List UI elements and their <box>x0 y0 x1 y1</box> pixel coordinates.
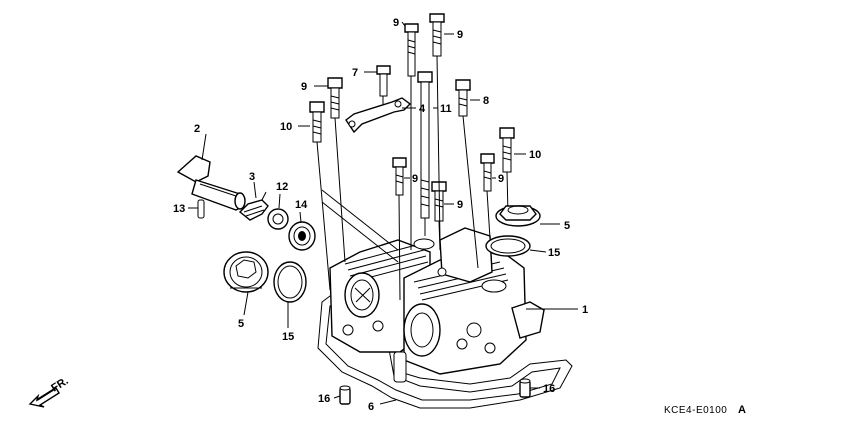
bolt-guide-lines <box>316 55 509 301</box>
callout-14: 14 <box>295 199 308 211</box>
diagram-code-suffix: A <box>738 404 746 416</box>
front-arrow-icon <box>28 387 60 408</box>
callout-2: 2 <box>194 123 200 135</box>
callout-9-d: 9 <box>412 173 418 185</box>
callout-7: 7 <box>352 67 358 79</box>
callout-9-e: 9 <box>457 199 463 211</box>
callout-3: 3 <box>249 171 255 183</box>
spindle-shaft <box>176 155 246 211</box>
callout-1: 1 <box>582 304 588 316</box>
tappet-cap-left <box>223 251 269 293</box>
o-ring-left <box>273 261 307 303</box>
o-ring-right <box>485 235 531 257</box>
callout-9-c: 9 <box>301 81 307 93</box>
oil-seal <box>288 221 316 251</box>
washer <box>267 208 289 230</box>
callout-6: 6 <box>368 401 374 413</box>
callout-10-left: 10 <box>280 121 292 133</box>
dowel-pin <box>197 199 205 219</box>
callout-9-b: 9 <box>457 29 463 41</box>
callout-8: 8 <box>483 95 489 107</box>
bolt-10-right <box>499 127 515 173</box>
bolt-9-top-right <box>429 13 445 57</box>
callout-9-a: 9 <box>393 17 399 29</box>
front-direction-indicator: FR. <box>28 375 71 408</box>
bolt-7 <box>376 65 391 97</box>
bolt-9-top-left <box>404 23 419 77</box>
right-cam-port <box>403 303 441 357</box>
collar-right <box>519 378 531 398</box>
callout-5-left: 5 <box>238 318 244 330</box>
callout-16-right: 16 <box>543 383 555 395</box>
bolt-11-long <box>417 71 433 219</box>
callout-10-right: 10 <box>529 149 541 161</box>
leader-lines <box>188 21 578 405</box>
callout-12: 12 <box>276 181 288 193</box>
collar-left <box>339 385 351 405</box>
bracket <box>345 97 412 134</box>
bolt-9-left <box>327 77 343 119</box>
callout-11: 11 <box>440 103 452 115</box>
callout-5-right: 5 <box>564 220 570 232</box>
callout-13: 13 <box>173 203 185 215</box>
callout-9-f: 9 <box>498 173 504 185</box>
diagram-code: KCE4-E0100 A <box>664 404 746 416</box>
callout-15-left: 15 <box>282 331 294 343</box>
callout-4: 4 <box>419 103 426 115</box>
diagram-code-text: KCE4-E0100 <box>664 405 727 416</box>
cylinder-head-cover <box>329 227 545 383</box>
bolt-9-center <box>392 157 407 196</box>
bolt-10-left <box>309 101 325 143</box>
callout-15-right: 15 <box>548 247 560 259</box>
callout-numbers: 1 2 3 4 5 5 6 7 8 9 9 9 9 9 9 10 10 11 1… <box>173 17 588 413</box>
callout-16-left: 16 <box>318 393 330 405</box>
bolt-9-right <box>480 153 495 192</box>
tappet-cap-right <box>495 205 541 227</box>
return-spring <box>238 191 269 221</box>
bolt-8 <box>455 79 471 117</box>
